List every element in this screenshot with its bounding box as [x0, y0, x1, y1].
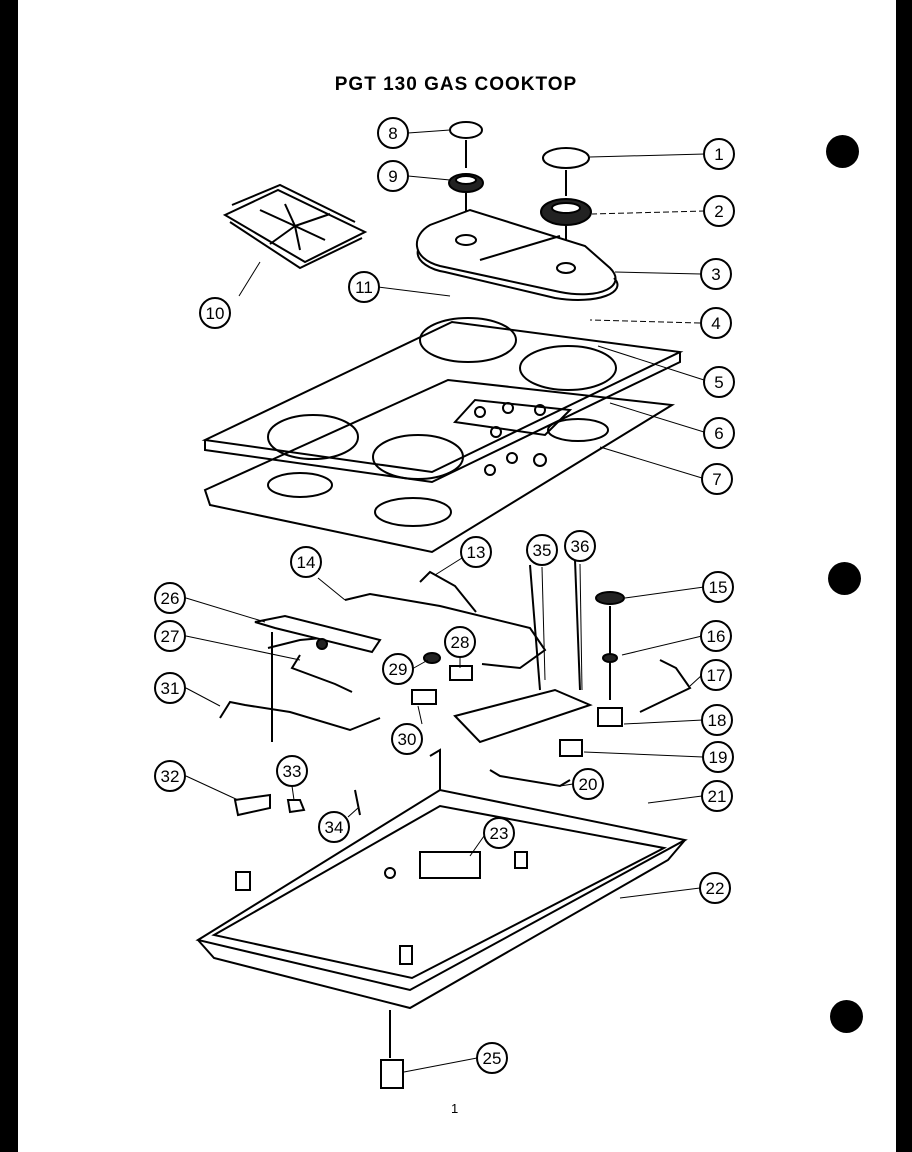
- callout-18: 18: [701, 704, 733, 736]
- callout-16: 16: [700, 620, 732, 652]
- callout-30: 30: [391, 723, 423, 755]
- page-number: 1: [451, 1101, 459, 1116]
- callout-34: 34: [318, 811, 350, 843]
- callout-7-label: 7: [712, 470, 721, 489]
- callout-32: 32: [154, 760, 186, 792]
- callout-22: 22: [699, 872, 731, 904]
- callout-31: 31: [154, 672, 186, 704]
- callout-23-label: 23: [490, 824, 509, 843]
- callout-5-label: 5: [714, 373, 723, 392]
- burner-cap-large: [542, 147, 590, 196]
- valve-parts-right: [595, 591, 692, 727]
- callout-29: 29: [382, 653, 414, 685]
- callout-1-label: 1: [714, 145, 723, 164]
- callout-33-label: 33: [283, 762, 302, 781]
- callout-7: 7: [701, 463, 733, 495]
- callout-2: 2: [703, 195, 735, 227]
- callout-23: 23: [483, 817, 515, 849]
- callout-26-label: 26: [161, 589, 180, 608]
- burner-head-large: [540, 198, 592, 264]
- callout-27: 27: [154, 620, 186, 652]
- callout-35: 35: [526, 534, 558, 566]
- binder-hole-top: [826, 135, 859, 168]
- callout-27-label: 27: [161, 627, 180, 646]
- bottom-tray: [195, 788, 688, 1010]
- callout-36: 36: [564, 530, 596, 562]
- burner-grate: [222, 183, 368, 270]
- callout-20: 20: [572, 768, 604, 800]
- callout-6: 6: [703, 417, 735, 449]
- callout-28-label: 28: [451, 633, 470, 652]
- callout-2-label: 2: [714, 202, 723, 221]
- callout-34-label: 34: [325, 818, 344, 837]
- callout-19-label: 19: [709, 748, 728, 767]
- gas-tube-27: [290, 654, 353, 693]
- callout-14: 14: [290, 546, 322, 578]
- callout-16-label: 16: [707, 627, 726, 646]
- callout-25: 25: [476, 1042, 508, 1074]
- valve-assembly-center: [411, 559, 593, 757]
- callout-15: 15: [702, 571, 734, 603]
- callout-17: 17: [700, 659, 732, 691]
- callout-28: 28: [444, 626, 476, 658]
- bracket-20: [489, 769, 571, 788]
- callout-3: 3: [700, 258, 732, 290]
- callout-1: 1: [703, 138, 735, 170]
- callout-11: 11: [348, 271, 380, 303]
- callout-9-label: 9: [388, 167, 397, 186]
- callout-31-label: 31: [161, 679, 180, 698]
- diagram-title: PGT 130 GAS COOKTOP: [334, 74, 578, 95]
- bracket-left: [233, 748, 441, 817]
- manifold-26: [254, 614, 382, 742]
- callout-20-label: 20: [579, 775, 598, 794]
- callout-15-label: 15: [709, 578, 728, 597]
- callout-21-label: 21: [708, 787, 727, 806]
- top-panel: [201, 317, 684, 484]
- callout-21: 21: [701, 780, 733, 812]
- gas-tube-31: [219, 700, 381, 732]
- binder-hole-bottom: [830, 1000, 863, 1033]
- burner-base-plate: [415, 208, 619, 301]
- callout-19: 19: [702, 741, 734, 773]
- callout-35-label: 35: [533, 541, 552, 560]
- callout-4: 4: [700, 307, 732, 339]
- leader-lines: [185, 129, 706, 1073]
- callout-13: 13: [460, 536, 492, 568]
- callout-9: 9: [377, 160, 409, 192]
- callout-26: 26: [154, 582, 186, 614]
- callout-8: 8: [377, 117, 409, 149]
- callout-14-label: 14: [297, 553, 316, 572]
- callout-30-label: 30: [398, 730, 417, 749]
- callout-5: 5: [703, 366, 735, 398]
- callout-18-label: 18: [708, 711, 727, 730]
- callout-6-label: 6: [714, 424, 723, 443]
- callout-10-label: 10: [206, 304, 225, 323]
- callout-13-label: 13: [467, 543, 486, 562]
- callout-10: 10: [199, 297, 231, 329]
- binder-hole-middle: [828, 562, 861, 595]
- spark-module-25: [380, 1010, 404, 1089]
- callout-36-label: 36: [571, 537, 590, 556]
- bottom-panel: [203, 378, 676, 554]
- callout-25-label: 25: [483, 1049, 502, 1068]
- callout-11-label: 11: [355, 278, 373, 297]
- burner-cap-small: [449, 121, 483, 168]
- callout-22-label: 22: [706, 879, 725, 898]
- callout-33: 33: [276, 755, 308, 787]
- callout-17-label: 17: [707, 666, 726, 685]
- callout-8-label: 8: [388, 124, 397, 143]
- callout-3-label: 3: [711, 265, 720, 284]
- callout-29-label: 29: [389, 660, 408, 679]
- callout-4-label: 4: [711, 314, 720, 333]
- callout-32-label: 32: [161, 767, 180, 786]
- gas-tube-13: [419, 570, 477, 613]
